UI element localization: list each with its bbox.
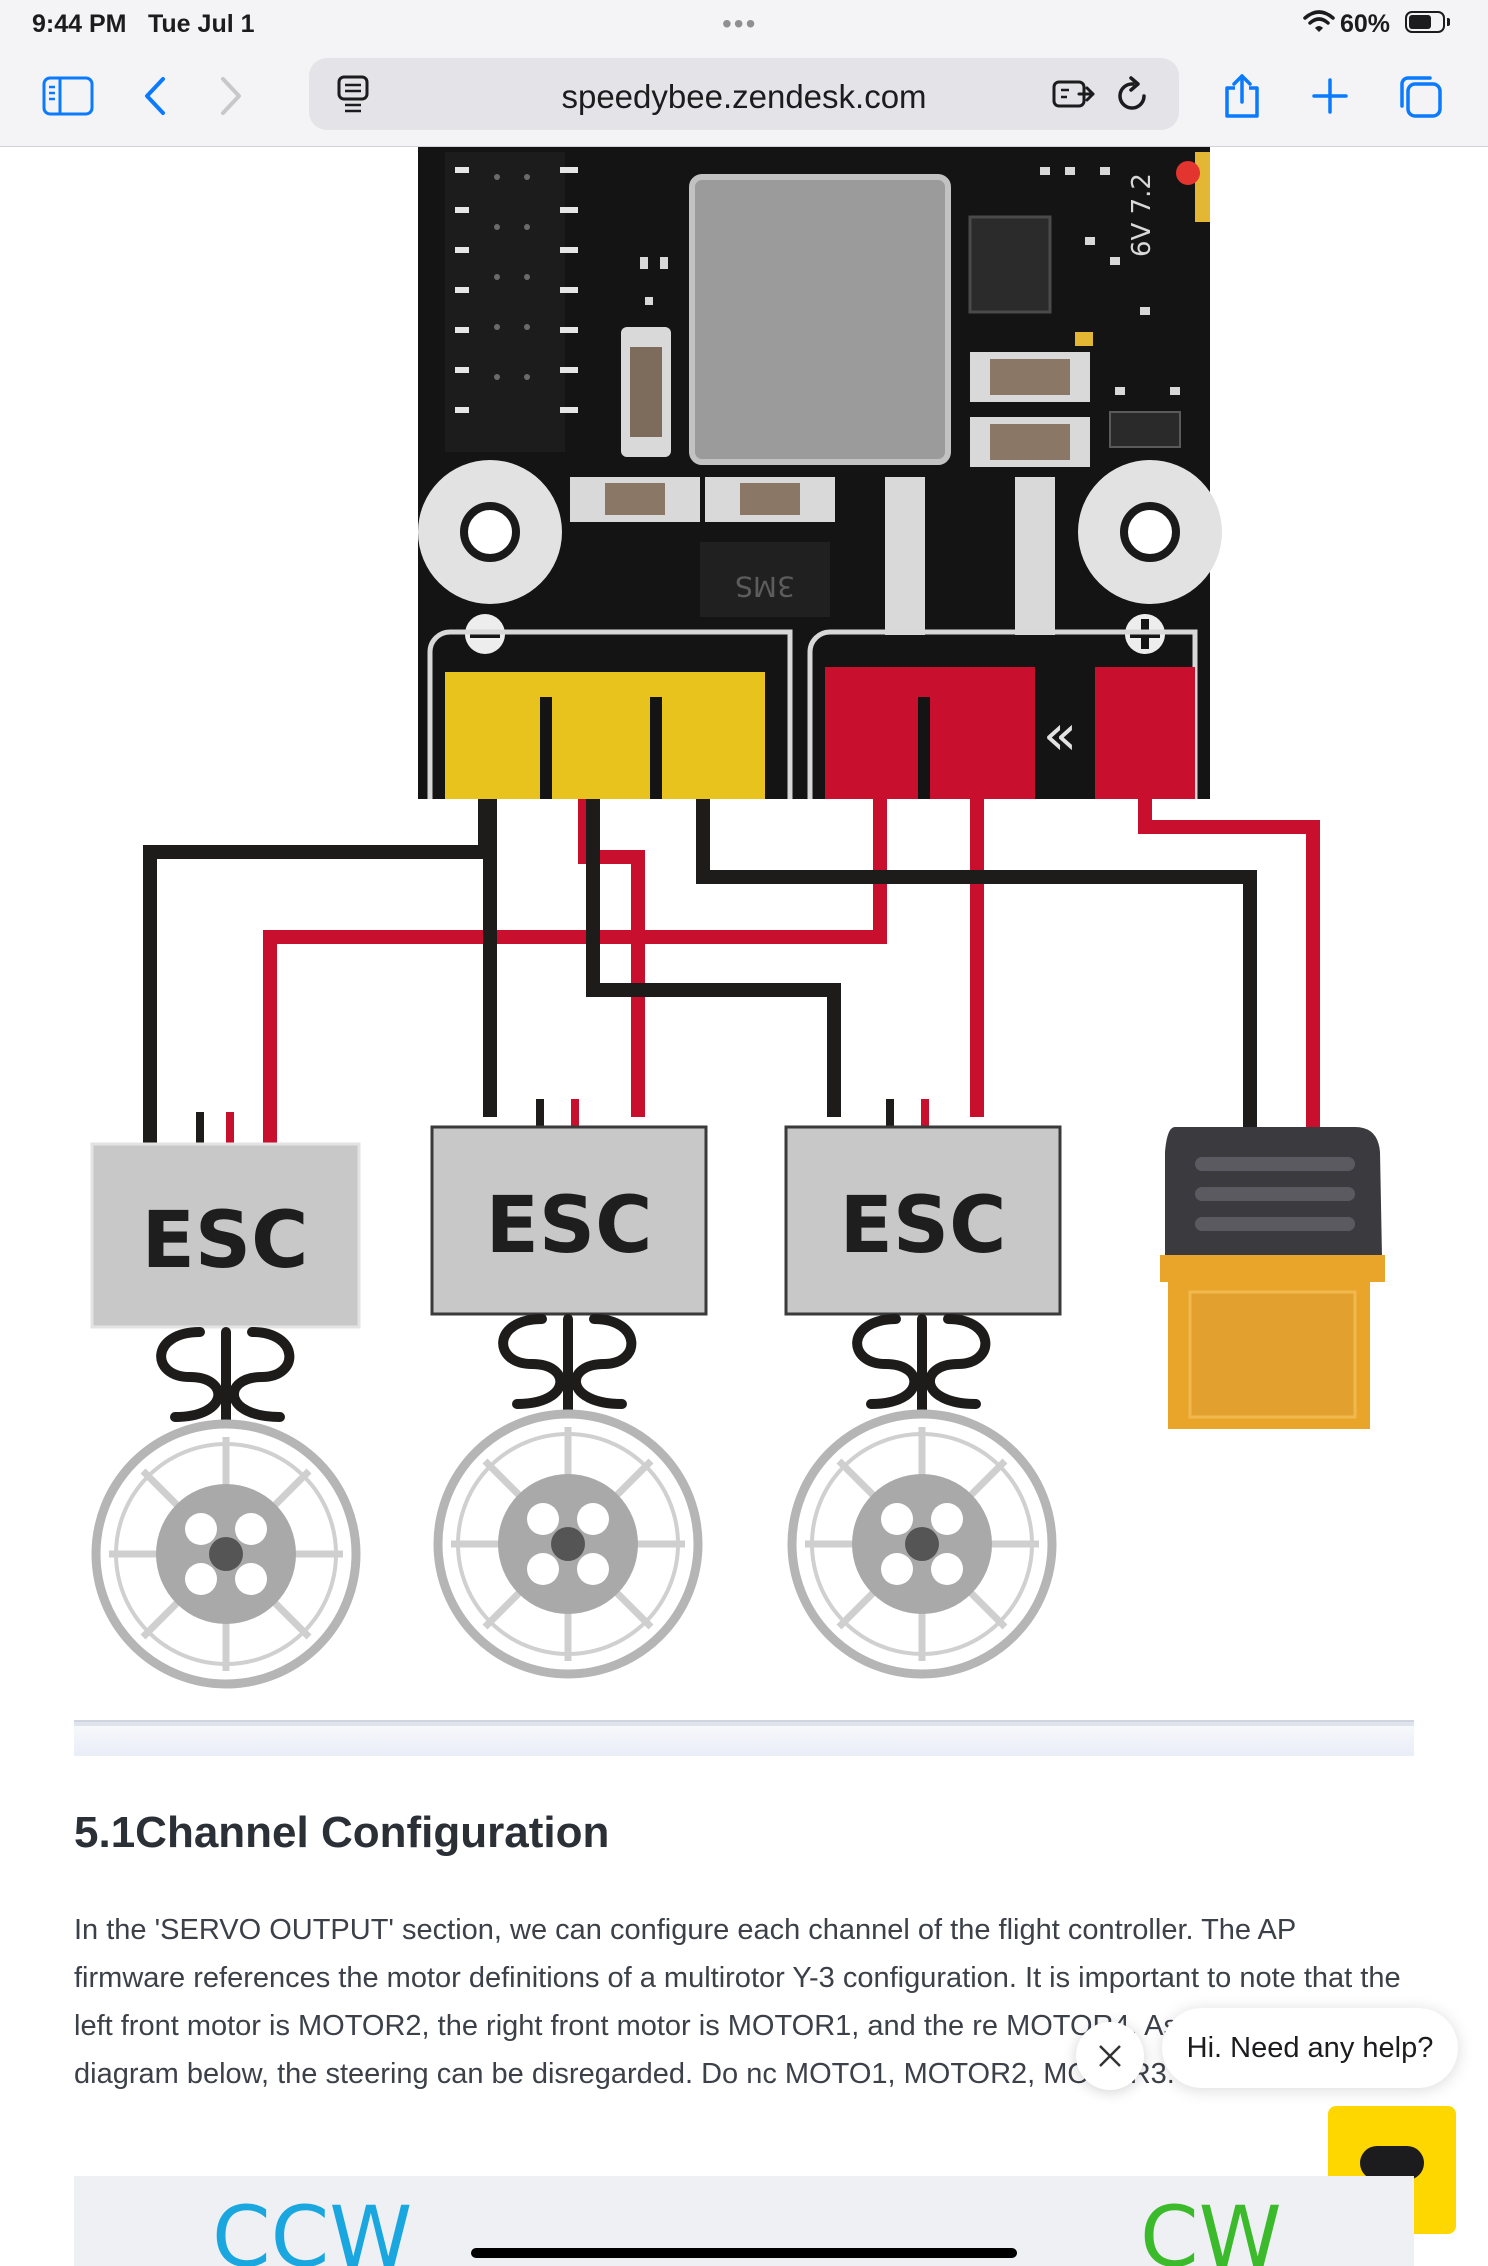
new-tab-icon[interactable] [1300,66,1360,126]
cw-label: CW [1140,2188,1282,2266]
chat-greeting-bubble[interactable]: Hi. Need any help? [1162,2008,1458,2088]
esc-1: ESC [90,1142,361,1329]
section-heading: 5.1Channel Configuration [74,1808,610,1857]
motor-2 [433,1409,703,1679]
address-bar[interactable]: speedybee.zendesk.com [309,58,1179,130]
page-menu-icon[interactable] [329,70,377,118]
browser-toolbar: speedybee.zendesk.com [0,50,1488,147]
wires [143,799,1320,1144]
content-divider [74,1720,1414,1756]
esc-3: ESC [784,1125,1062,1316]
sidebar-icon[interactable] [38,66,98,126]
esc-1-label: ESC [142,1196,309,1286]
wiring-diagram: 6V 7.2 3MS [0,147,1488,1707]
forward-icon[interactable] [200,66,260,126]
esc-2-label: ESC [486,1181,653,1271]
motor-3 [787,1409,1057,1679]
status-bar: 9:44 PM Tue Jul 1 ••• 60% [0,0,1488,50]
battery-connector [1160,1127,1385,1429]
board-marking: 3MS [735,570,795,603]
battery-percent: 60% [1340,10,1391,38]
status-date: Tue Jul 1 [148,10,255,38]
voltage-label: 6V 7.2 [1127,173,1157,257]
wifi-icon [1303,10,1335,39]
back-icon[interactable] [124,66,184,126]
home-indicator[interactable] [471,2248,1017,2258]
reload-icon[interactable] [1109,70,1157,118]
close-icon [1099,2045,1121,2067]
multitask-dots-icon[interactable]: ••• [722,8,758,39]
svg-text:«: « [1043,703,1077,768]
esc-2: ESC [430,1125,708,1316]
chat-close-button[interactable] [1076,2022,1144,2090]
flight-controller-board: 6V 7.2 3MS [418,147,1222,799]
status-time: 9:44 PM [32,10,127,38]
share-icon[interactable] [1212,66,1272,126]
direction-image: CCW CW [74,2176,1414,2266]
translate-icon[interactable] [1049,70,1097,118]
tabs-icon[interactable] [1390,66,1450,126]
section-paragraph: In the 'SERVO OUTPUT' section, we can co… [74,1914,1401,2090]
url-text[interactable]: speedybee.zendesk.com [561,78,927,115]
battery-icon [1405,11,1445,33]
esc-3-label: ESC [840,1181,1007,1271]
ccw-label: CCW [212,2188,413,2266]
motor-1 [91,1419,361,1689]
